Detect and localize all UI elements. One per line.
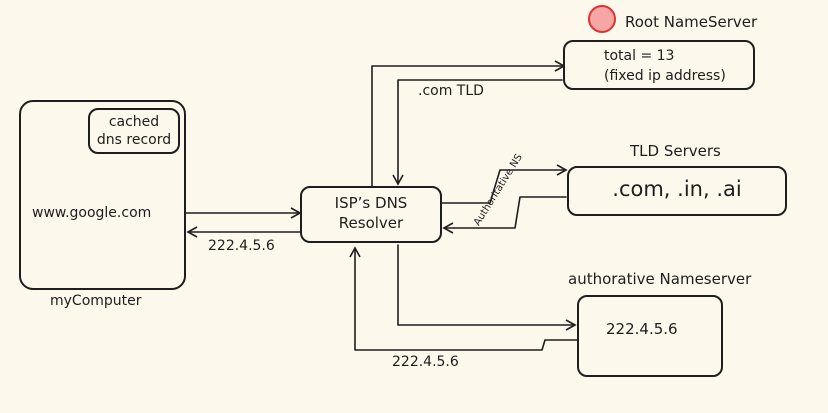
root-marker-icon bbox=[588, 5, 616, 33]
root-title: Root NameServer bbox=[625, 13, 758, 31]
auth-nameserver-box bbox=[577, 295, 723, 377]
auth-content: 222.4.5.6 bbox=[606, 320, 678, 338]
arrow-resolver-to-tld bbox=[441, 164, 568, 204]
dns-resolver-box bbox=[300, 186, 442, 243]
label-reply-from-auth: 222.4.5.6 bbox=[392, 354, 459, 370]
resolver-line1: ISP’s DNS bbox=[334, 194, 408, 212]
my-computer-label: myComputer bbox=[50, 293, 142, 309]
root-line2: (fixed ip address) bbox=[604, 68, 726, 84]
arrow-resolver-to-auth bbox=[397, 244, 577, 331]
arrow-auth-to-resolver bbox=[349, 246, 578, 351]
tld-content: .com, .in, .ai bbox=[612, 177, 742, 201]
root-line1: total = 13 bbox=[604, 48, 675, 64]
cache-line1: cached bbox=[108, 114, 160, 130]
cache-line2: dns record bbox=[96, 132, 172, 148]
label-reply-to-computer: 222.4.5.6 bbox=[208, 238, 275, 254]
arrow-resolver-to-root bbox=[371, 60, 566, 187]
root-nameserver-box bbox=[563, 40, 755, 90]
tld-title: TLD Servers bbox=[630, 142, 721, 160]
cache-box bbox=[88, 108, 180, 154]
tld-servers-box bbox=[567, 166, 787, 216]
auth-title: authorative Nameserver bbox=[568, 270, 752, 288]
arrow-tld-to-resolver bbox=[442, 196, 567, 234]
resolver-line2: Resolver bbox=[338, 214, 404, 232]
query-domain: www.google.com bbox=[32, 205, 152, 221]
arrow-root-to-resolver bbox=[392, 79, 563, 186]
label-com-tld: .com TLD bbox=[418, 83, 484, 99]
